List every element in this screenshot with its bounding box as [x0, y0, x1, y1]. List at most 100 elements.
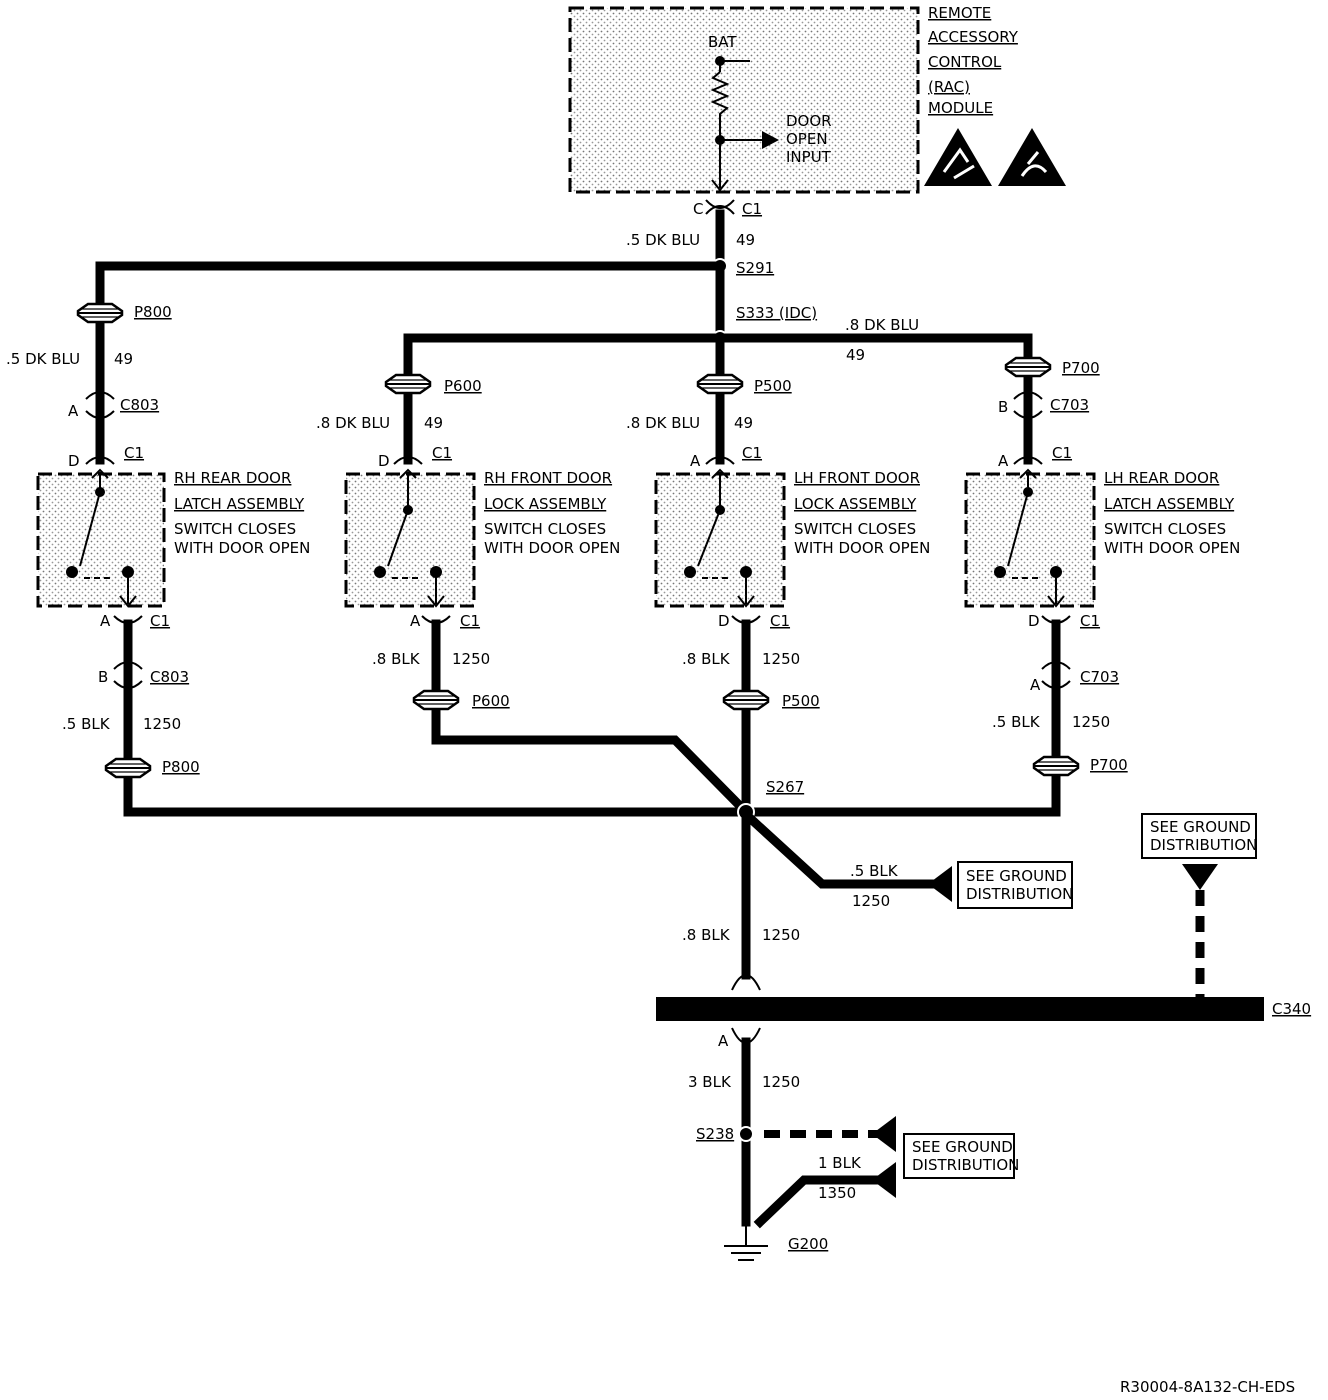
- ground-section: S267 .5 BLK 1250 SEE GROUND DISTRIBUTION…: [123, 778, 1311, 1261]
- rh-rear-p-top: P800: [134, 303, 172, 321]
- lh-rear-desc-1: SWITCH CLOSES: [1104, 520, 1226, 538]
- see-ground-1a: SEE GROUND: [966, 867, 1067, 885]
- see-ground-3a: SEE GROUND: [912, 1138, 1013, 1156]
- lh-rear-c-inline-bottom: C703: [1080, 668, 1119, 686]
- main-circuit: 1250: [762, 926, 800, 944]
- lh-rear-title-1: LH REAR DOOR: [1104, 469, 1219, 487]
- branch-rh-rear: P800 .5 DK BLU 49 A C803 D C1 RH REAR DO…: [6, 261, 310, 817]
- esd-warning-icon: [924, 128, 992, 186]
- rh-rear-circuit-bottom: 1250: [143, 715, 181, 733]
- ground-icon: [724, 1222, 768, 1261]
- rh-rear-desc-2: WITH DOOR OPEN: [174, 539, 310, 557]
- rh-front-c1-top: C1: [432, 444, 452, 462]
- rh-rear-c-inline-bottom: C803: [150, 668, 189, 686]
- top-connector: [705, 199, 735, 215]
- s267-wire: .5 BLK: [850, 862, 899, 880]
- lh-front-title-1: LH FRONT DOOR: [794, 469, 920, 487]
- splice-s267: S267: [766, 778, 804, 796]
- rh-front-desc-1: SWITCH CLOSES: [484, 520, 606, 538]
- door-input-2: OPEN: [786, 130, 828, 148]
- lh-front-c1-top: C1: [742, 444, 762, 462]
- top-pin: C: [693, 200, 703, 218]
- lh-front-desc-1: SWITCH CLOSES: [794, 520, 916, 538]
- rh-rear-title-2: LATCH ASSEMBLY: [174, 495, 305, 513]
- c340-pin: A: [718, 1032, 729, 1050]
- rh-rear-pin-inline-top: A: [68, 402, 79, 420]
- c340-label: C340: [1272, 1000, 1311, 1018]
- lh-rear-desc-2: WITH DOOR OPEN: [1104, 539, 1240, 557]
- door-input-3: INPUT: [786, 148, 832, 166]
- circuit-49-label: 49: [846, 346, 865, 364]
- rh-rear-pin-bottom: A: [100, 612, 111, 630]
- top-circuit: 49: [736, 231, 755, 249]
- s267-circuit: 1250: [852, 892, 890, 910]
- lh-front-pin-top: A: [690, 452, 701, 470]
- module-label-3: CONTROL: [928, 53, 1002, 71]
- top-c1: C1: [742, 200, 762, 218]
- lh-rear-c1-bottom: C1: [1080, 612, 1100, 630]
- rh-front-pin-bottom: A: [410, 612, 421, 630]
- module-label-1: REMOTE: [928, 4, 991, 22]
- see-ground-2b: DISTRIBUTION: [1150, 836, 1257, 854]
- circuit-3blk: 1250: [762, 1073, 800, 1091]
- esd-caution-icon: [998, 128, 1066, 186]
- splice-s238: S238: [696, 1125, 734, 1143]
- lh-rear-c1-top: C1: [1052, 444, 1072, 462]
- lh-rear-pin-top: A: [998, 452, 1009, 470]
- lh-rear-p-bottom: P700: [1090, 756, 1128, 774]
- lh-front-pin-bottom: D: [718, 612, 730, 630]
- branch-lh-front: P500 .8 DK BLU 49 A C1 LH FRONT DOOR LOC…: [626, 339, 930, 813]
- lh-front-p-top: P500: [754, 377, 792, 395]
- bat-label: BAT: [708, 33, 737, 51]
- rh-rear-c-inline: C803: [120, 396, 159, 414]
- rh-rear-p-bottom: P800: [162, 758, 200, 776]
- branch-rh-front: P600 .8 DK BLU 49 D C1 RH FRONT DOOR LOC…: [316, 333, 749, 815]
- rh-rear-c1-top: C1: [124, 444, 144, 462]
- rac-module: REMOTE ACCESSORY CONTROL (RAC) MODULE BA…: [568, 4, 1066, 194]
- rh-front-wire-top: .8 DK BLU: [316, 414, 390, 432]
- rh-rear-pin-inline-bottom: B: [98, 668, 108, 686]
- module-label-4: (RAC): [928, 78, 970, 96]
- see-ground-3b: DISTRIBUTION: [912, 1156, 1019, 1174]
- lh-front-c1-bottom: C1: [770, 612, 790, 630]
- lh-front-title-2: LOCK ASSEMBLY: [794, 495, 917, 513]
- lh-rear-p-top: P700: [1062, 359, 1100, 377]
- g200-label: G200: [788, 1235, 828, 1253]
- see-ground-1b: DISTRIBUTION: [966, 885, 1073, 903]
- branch-lh-rear: P700 B C703 A C1 LH REAR DOOR LATCH ASSE…: [964, 333, 1240, 817]
- lh-rear-wire-bottom: .5 BLK: [992, 713, 1041, 731]
- rh-front-p-bottom: P600: [472, 692, 510, 710]
- rh-front-c1-bottom: C1: [460, 612, 480, 630]
- circuit-1350: 1350: [818, 1184, 856, 1202]
- lh-rear-c-inline: C703: [1050, 396, 1089, 414]
- rh-front-wire-bottom: .8 BLK: [372, 650, 421, 668]
- rh-front-title-2: LOCK ASSEMBLY: [484, 495, 607, 513]
- rh-front-pin-top: D: [378, 452, 390, 470]
- rh-front-circuit: 49: [424, 414, 443, 432]
- lh-rear-pin-inline-bottom: A: [1030, 676, 1041, 694]
- rh-front-desc-2: WITH DOOR OPEN: [484, 539, 620, 557]
- rh-rear-wire-bottom: .5 BLK: [62, 715, 111, 733]
- splice-s291: S291: [736, 259, 774, 277]
- module-label-2: ACCESSORY: [928, 28, 1019, 46]
- lh-rear-pin-inline-top: B: [998, 398, 1008, 416]
- rh-rear-pin-top: D: [68, 452, 80, 470]
- lh-front-wire-bottom: .8 BLK: [682, 650, 731, 668]
- lh-rear-circuit-bottom: 1250: [1072, 713, 1110, 731]
- dk-blu-label: .8 DK BLU: [845, 316, 919, 334]
- main-wire: .8 BLK: [682, 926, 731, 944]
- top-wire: .5 DK BLU: [626, 231, 700, 249]
- see-ground-2a: SEE GROUND: [1150, 818, 1251, 836]
- lh-front-circuit-bottom: 1250: [762, 650, 800, 668]
- lh-front-desc-2: WITH DOOR OPEN: [794, 539, 930, 557]
- lh-front-wire-top: .8 DK BLU: [626, 414, 700, 432]
- wire-3blk: 3 BLK: [688, 1073, 732, 1091]
- door-input-1: DOOR: [786, 112, 832, 130]
- lh-front-p-bottom: P500: [782, 692, 820, 710]
- wire-1blk: 1 BLK: [818, 1154, 862, 1172]
- lh-rear-pin-bottom: D: [1028, 612, 1040, 630]
- rh-rear-circuit: 49: [114, 350, 133, 368]
- rh-rear-desc-1: SWITCH CLOSES: [174, 520, 296, 538]
- module-label-5: MODULE: [928, 99, 993, 117]
